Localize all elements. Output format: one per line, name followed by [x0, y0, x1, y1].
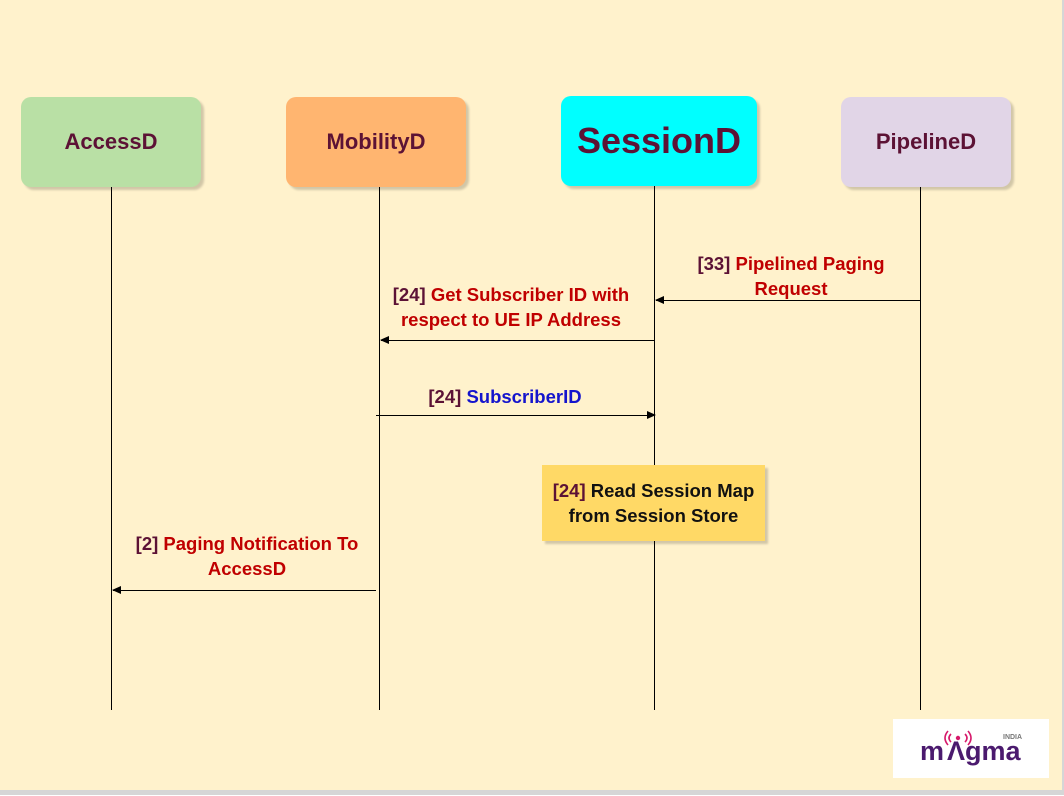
message-number: [33] [697, 253, 731, 274]
lifeline-pipelined [920, 187, 921, 710]
magma-logo-graphic: m Λ gma INDIA [920, 730, 1022, 766]
actor-mobilityd: MobilityD [286, 97, 466, 187]
message-number: [24] [392, 284, 426, 305]
message-subscriber-id-label: [24] SubscriberID [380, 384, 630, 409]
note-text: from Session Store [568, 505, 739, 526]
logo-text: gma [965, 736, 1022, 766]
logo-region: INDIA [1003, 734, 1022, 741]
actor-pipelined-label: PipelineD [875, 129, 977, 154]
lifeline-sessiond [654, 186, 655, 710]
antenna-signal-icon [944, 730, 972, 746]
actor-accessd: AccessD [21, 97, 201, 187]
message-number: [24] [428, 386, 462, 407]
lifeline-mobilityd [379, 187, 380, 710]
message-get-subscriber-label: [24] Get Subscriber ID with respect to U… [368, 282, 654, 332]
note-text: Read Session Map [590, 480, 755, 501]
message-subscriber-id-arrow [376, 411, 656, 419]
message-pipelined-paging-label: [33] Pipelined Paging Request [680, 251, 902, 301]
logo-text: Λ [947, 736, 965, 766]
lifeline-accessd [111, 187, 112, 710]
actor-pipelined: PipelineD [841, 97, 1011, 187]
message-text: Paging Notification To [163, 533, 359, 554]
message-paging-notification-arrow [112, 586, 376, 594]
magma-logo: m Λ gma INDIA [893, 719, 1049, 778]
actor-mobilityd-label: MobilityD [326, 129, 426, 154]
message-paging-notification-label: [2] Paging Notification To AccessD [118, 531, 376, 581]
message-text: respect to UE IP Address [400, 309, 622, 330]
message-text: Pipelined Paging [735, 253, 885, 274]
message-text: Request [754, 278, 828, 299]
actor-sessiond: SessionD [561, 96, 757, 186]
message-text: Get Subscriber ID with [430, 284, 630, 305]
note-read-session-map: [24] Read Session Map from Session Store [542, 465, 765, 541]
actor-accessd-label: AccessD [64, 129, 158, 154]
message-get-subscriber-arrow [380, 336, 654, 344]
message-pipelined-paging-arrow [655, 296, 920, 304]
message-text: SubscriberID [466, 386, 582, 407]
message-number: [2] [135, 533, 159, 554]
note-number: [24] [552, 480, 586, 501]
logo-text: m [920, 736, 944, 766]
actor-sessiond-label: SessionD [576, 120, 742, 161]
message-text: AccessD [207, 558, 287, 579]
